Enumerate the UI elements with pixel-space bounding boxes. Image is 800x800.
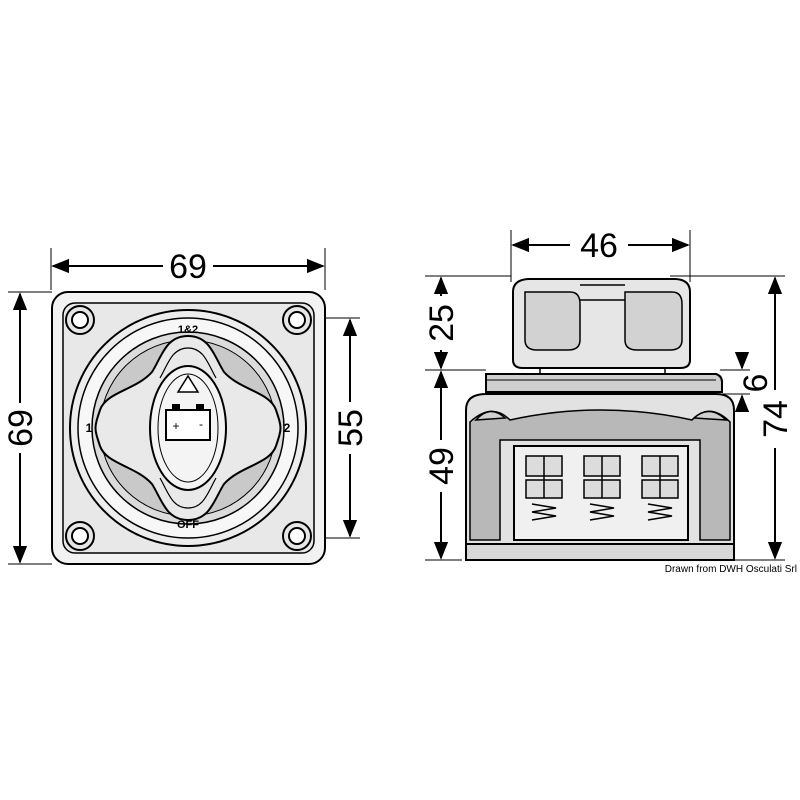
side-view	[425, 230, 785, 561]
dim-front-width: 69	[169, 248, 207, 286]
battery-plus: +	[172, 419, 179, 433]
dial-label-off: OFF	[177, 519, 199, 531]
pointer-triangle-icon	[176, 374, 200, 393]
drawing-credit: Drawn from DWH Osculati Srl	[665, 564, 797, 575]
front-dimensions	[12, 258, 358, 564]
dim-hole-spacing: 55	[332, 409, 370, 447]
dial-label-two: 2	[284, 421, 291, 435]
terminal-springs	[531, 503, 673, 521]
side-dimensions	[433, 237, 783, 560]
dial-label-one: 1	[86, 421, 93, 435]
dim-front-height: 69	[2, 409, 40, 447]
dim-knob-height: 25	[423, 304, 461, 342]
side-flange	[485, 373, 723, 393]
dim-flange-height: 6	[737, 374, 775, 393]
side-body-shadow	[469, 409, 731, 541]
dim-knob-width: 46	[580, 227, 618, 265]
front-view	[8, 248, 360, 565]
battery-icon	[165, 404, 211, 441]
terminal-nuts	[525, 455, 679, 499]
dial-label-both: 1&2	[178, 324, 198, 336]
mounting-holes	[65, 305, 312, 551]
battery-minus: -	[199, 417, 203, 431]
dim-total-height: 74	[757, 400, 795, 438]
dim-body-height: 49	[423, 447, 461, 485]
